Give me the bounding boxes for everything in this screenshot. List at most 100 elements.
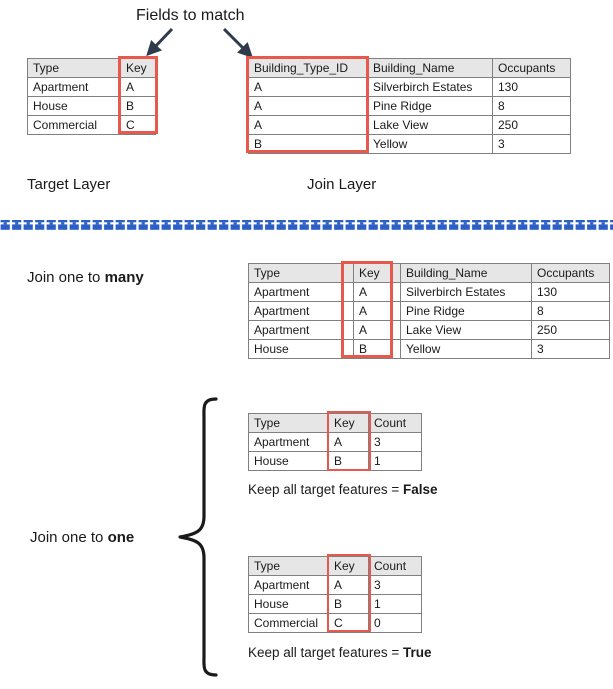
cell-occupants: 3: [492, 134, 571, 154]
cell-key: A: [353, 320, 401, 340]
join-one-to-many-label-emphasis: many: [104, 269, 144, 286]
cell-key: A: [328, 575, 369, 595]
cell-type: House: [248, 339, 354, 359]
cell-type: Commercial: [248, 613, 329, 633]
cell-type: House: [248, 451, 329, 471]
column-header-building-type-id: Building_Type_ID: [248, 58, 368, 78]
cell-count: 1: [368, 451, 422, 471]
cell-key: A: [120, 77, 156, 97]
column-header-occupants: Occupants: [492, 58, 571, 78]
cell-key: C: [120, 115, 156, 135]
table-row: House B 1: [248, 594, 422, 614]
cell-key: C: [328, 613, 369, 633]
join-one-to-one-label-emphasis: one: [107, 529, 135, 546]
cell-building-name: Lake View: [400, 320, 532, 340]
cell-occupants: 8: [492, 96, 571, 116]
one-to-one-brace: [178, 397, 218, 677]
cell-type: Apartment: [248, 282, 354, 302]
one-to-one-true-table-wrap: Type Key Count Apartment A 3 House B 1 C…: [248, 556, 422, 633]
cell-building-name: Yellow: [367, 134, 493, 154]
table-row: A Pine Ridge 8: [248, 96, 571, 116]
table-row: B Yellow 3: [248, 134, 571, 154]
column-header-occupants: Occupants: [531, 263, 610, 283]
target-layer-table: Type Key Apartment A House B Commercial …: [27, 58, 156, 135]
section-divider: [0, 220, 613, 231]
table-header-row: Building_Type_ID Building_Name Occupants: [248, 58, 571, 78]
cell-key: A: [353, 301, 401, 321]
cell-type: Apartment: [248, 575, 329, 595]
column-header-building-name: Building_Name: [400, 263, 532, 283]
cell-building-name: Pine Ridge: [400, 301, 532, 321]
keep-all-true-caption-value: True: [402, 645, 432, 660]
cell-type: Apartment: [248, 320, 354, 340]
cell-building-name: Lake View: [367, 115, 493, 135]
cell-occupants: 250: [492, 115, 571, 135]
cell-type: Apartment: [27, 77, 121, 97]
column-header-key: Key: [328, 556, 369, 576]
keep-all-true-caption-prefix: Keep all target features =: [248, 645, 403, 660]
cell-building-type-id: A: [248, 77, 368, 97]
cell-building-type-id: A: [248, 115, 368, 135]
table-row: House B 1: [248, 451, 422, 471]
cell-building-type-id: A: [248, 96, 368, 116]
one-to-one-false-table-wrap: Type Key Count Apartment A 3 House B 1: [248, 413, 422, 471]
cell-count: 0: [368, 613, 422, 633]
join-one-to-one-label-prefix: Join one to: [30, 529, 108, 546]
fields-to-match-label: Fields to match: [136, 7, 245, 24]
column-header-key: Key: [328, 413, 369, 433]
table-row: Apartment A: [27, 77, 156, 97]
column-header-key: Key: [120, 58, 156, 78]
cell-occupants: 130: [492, 77, 571, 97]
cell-key: B: [353, 339, 401, 359]
arrow-to-join-key: [222, 27, 253, 58]
cell-occupants: 250: [531, 320, 610, 340]
join-one-to-many-label-prefix: Join one to: [27, 269, 105, 286]
table-row: Commercial C 0: [248, 613, 422, 633]
keep-all-false-caption: Keep all target features = False: [248, 481, 438, 499]
join-one-to-many-label: Join one to many: [27, 268, 144, 287]
cell-type: Commercial: [27, 115, 121, 135]
cell-building-name: Silverbirch Estates: [400, 282, 532, 302]
cell-building-name: Pine Ridge: [367, 96, 493, 116]
table-header-row: Type Key: [27, 58, 156, 78]
join-layer-caption: Join Layer: [307, 176, 377, 193]
cell-occupants: 130: [531, 282, 610, 302]
cell-key: A: [328, 432, 369, 452]
keep-all-true-caption: Keep all target features = True: [248, 644, 432, 662]
table-row: A Lake View 250: [248, 115, 571, 135]
keep-all-false-caption-prefix: Keep all target features =: [248, 482, 403, 497]
cell-type: House: [248, 594, 329, 614]
table-row: Commercial C: [27, 115, 156, 135]
column-header-count: Count: [368, 556, 422, 576]
arrow-to-target-key: [146, 27, 174, 57]
cell-key: B: [120, 96, 156, 116]
cell-type: House: [27, 96, 121, 116]
cell-count: 3: [368, 432, 422, 452]
cell-count: 1: [368, 594, 422, 614]
cell-type: Apartment: [248, 301, 354, 321]
join-layer-table-wrap: Building_Type_ID Building_Name Occupants…: [248, 58, 571, 154]
cell-count: 3: [368, 575, 422, 595]
join-one-to-one-label: Join one to one: [30, 528, 134, 547]
table-header-row: Type Key Count: [248, 413, 422, 433]
table-row: Apartment A Lake View 250: [248, 320, 610, 340]
cell-building-name: Silverbirch Estates: [367, 77, 493, 97]
column-header-count: Count: [368, 413, 422, 433]
column-header-type: Type: [248, 413, 329, 433]
keep-all-false-caption-value: False: [402, 482, 438, 497]
table-row: Apartment A Pine Ridge 8: [248, 301, 610, 321]
table-row: Apartment A 3: [248, 575, 422, 595]
table-header-row: Type Key Count: [248, 556, 422, 576]
cell-building-type-id: B: [248, 134, 368, 154]
cell-key: B: [328, 451, 369, 471]
table-row: Apartment A 3: [248, 432, 422, 452]
cell-key: B: [328, 594, 369, 614]
table-header-row: Type Key Building_Name Occupants: [248, 263, 610, 283]
table-row: House B Yellow 3: [248, 339, 610, 359]
one-to-one-false-table: Type Key Count Apartment A 3 House B 1: [248, 413, 422, 471]
target-layer-caption: Target Layer: [27, 176, 111, 193]
table-row: A Silverbirch Estates 130: [248, 77, 571, 97]
target-layer-table-wrap: Type Key Apartment A House B Commercial …: [27, 58, 156, 135]
column-header-type: Type: [27, 58, 121, 78]
match-arrows: [146, 27, 253, 58]
